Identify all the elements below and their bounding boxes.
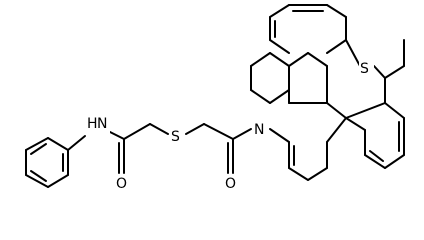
bond <box>326 102 347 119</box>
bond <box>307 52 328 67</box>
bond <box>345 102 386 119</box>
bond <box>288 167 309 181</box>
bond <box>384 102 405 119</box>
ketone-group <box>227 128 252 174</box>
amide-group <box>67 123 151 174</box>
thioether-sulfur: S <box>171 129 180 145</box>
ring-sulfur: S <box>360 61 369 77</box>
bond <box>47 174 69 188</box>
bond <box>269 39 290 54</box>
double-bond-inner <box>369 150 384 162</box>
bond <box>373 65 386 79</box>
phenyl-ring <box>25 137 69 188</box>
bond <box>364 154 386 169</box>
bond-carbonyl-n <box>232 128 252 140</box>
bond <box>326 4 347 18</box>
double-bond-inner <box>30 143 47 155</box>
ketone-oxygen: O <box>225 176 236 192</box>
bond <box>345 117 366 131</box>
bond <box>269 128 290 143</box>
bond <box>269 89 290 104</box>
bond-ring-n <box>67 135 86 151</box>
bond <box>269 4 290 18</box>
amide-oxygen: O <box>116 176 127 192</box>
double-bond-inner <box>30 170 47 182</box>
bond-ch2-s <box>149 123 169 135</box>
bond <box>345 39 361 67</box>
bond <box>384 65 405 79</box>
amide-nh-hydrogen: H <box>87 116 98 132</box>
atom-labels: H N O S O N S <box>86 60 374 193</box>
bond <box>326 117 347 143</box>
bond <box>250 52 271 67</box>
bond <box>288 52 309 67</box>
thioether-chain <box>149 123 234 140</box>
bond <box>47 137 69 151</box>
bond <box>25 137 49 151</box>
amide-nitrogen: N <box>97 116 107 132</box>
bond-carbonyl-ch2 <box>123 123 151 140</box>
bond-s-ch2 <box>185 123 205 135</box>
structure-diagram: H N O S O N S <box>25 4 405 193</box>
bond <box>269 52 290 67</box>
bond <box>307 167 328 181</box>
ring-nitrogen: N <box>254 122 264 138</box>
thiazine-ring <box>326 39 386 119</box>
left-benzene-ring <box>269 4 347 54</box>
upper-benzene-ring <box>250 52 328 104</box>
bond-ch2-carbonyl <box>203 123 234 140</box>
bond <box>384 154 405 169</box>
bond <box>326 39 347 54</box>
molecule-drawing: H N O S O N S <box>25 4 405 193</box>
right-benzene-ring <box>345 39 405 169</box>
bond <box>25 174 49 188</box>
bond <box>250 89 271 104</box>
lower-benzene-ring <box>269 117 347 181</box>
